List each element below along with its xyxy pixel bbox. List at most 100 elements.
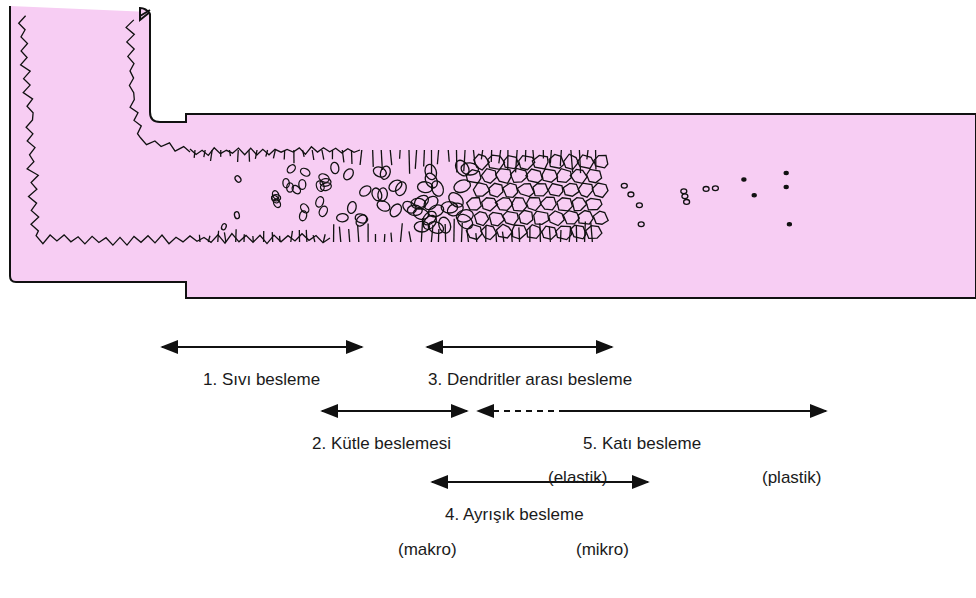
dendrite-front: [19, 16, 330, 245]
dendrite-arm: [313, 235, 315, 242]
solidification-structure: [19, 16, 792, 245]
grain: [474, 212, 488, 226]
grain: [592, 183, 608, 197]
grain: [234, 175, 242, 184]
grain: [482, 198, 498, 211]
dendrite-arm: [220, 150, 221, 157]
grain: [489, 183, 503, 197]
grain: [375, 199, 391, 213]
range-arrow: [432, 481, 648, 483]
grain: [542, 169, 558, 182]
feeding-label: 4. Ayrışık besleme: [445, 505, 584, 525]
feeding-label: 5. Katı besleme: [583, 434, 701, 454]
dendrite-arm: [415, 150, 416, 169]
grain: [387, 178, 404, 194]
dendrite-arm: [229, 150, 230, 156]
grain: [511, 168, 528, 182]
dendrite-arm: [438, 229, 440, 242]
grain: [517, 184, 534, 197]
grain: [234, 211, 240, 219]
grain: [540, 197, 556, 210]
grain: [414, 221, 429, 232]
grain: [527, 198, 542, 211]
pore: [784, 185, 788, 188]
dendrite-arm: [332, 150, 333, 159]
dendrite-arm: [303, 150, 305, 157]
dendrite-arm: [464, 150, 465, 171]
grain: [346, 201, 357, 215]
dendrite-arm: [453, 219, 455, 242]
grain: [388, 202, 404, 219]
grain: [512, 198, 527, 212]
grain: [437, 216, 453, 235]
dendrite-arm: [272, 232, 274, 242]
dendrite-arm: [485, 225, 486, 242]
pore: [752, 194, 756, 197]
grain: [354, 213, 369, 228]
grain: [488, 155, 505, 169]
dendrite-arm: [342, 150, 344, 162]
feeding-label: 1. Sıvı besleme: [203, 370, 320, 390]
grain: [474, 154, 490, 170]
feeding-arrows: [162, 347, 826, 482]
range-arrow: [322, 410, 467, 412]
casting-outline: [10, 6, 976, 298]
range-arrow: [162, 346, 362, 348]
dendrite-arm: [543, 150, 544, 158]
grain: [291, 184, 303, 196]
dendrite-arm: [587, 150, 588, 159]
grain: [495, 198, 512, 211]
grain: [481, 169, 496, 184]
dendrite-arm: [235, 229, 237, 242]
grain: [594, 155, 608, 167]
grain: [496, 224, 512, 238]
grain: [446, 190, 466, 210]
grain: [549, 154, 564, 168]
grain: [564, 154, 579, 169]
dendrite-arm: [266, 150, 268, 157]
dendrite-arm: [284, 150, 286, 160]
dendrite-arm: [560, 230, 562, 242]
dendrite-arm: [423, 150, 425, 166]
grain: [593, 211, 608, 224]
grain: [578, 211, 593, 225]
grain: [221, 223, 227, 231]
grain: [533, 184, 548, 196]
sub-label: (plastik): [762, 468, 822, 488]
dendrite-arm: [199, 235, 201, 242]
grain: [512, 225, 527, 239]
range-arrow-dashed: [478, 410, 565, 412]
grain: [286, 163, 297, 174]
dendrite-arm: [390, 233, 392, 242]
grain: [586, 198, 602, 210]
dendrite-arm: [293, 150, 294, 163]
grain: [548, 184, 563, 197]
grain: [421, 213, 439, 232]
dendrite-arm: [208, 236, 210, 242]
grain: [423, 171, 440, 190]
pore: [621, 183, 627, 188]
grain: [358, 184, 373, 199]
grain: [504, 156, 519, 169]
dendrite-arm: [372, 150, 374, 167]
dendrite-arm: [243, 234, 245, 242]
dendrite-arm: [408, 150, 410, 174]
sprue-top: [10, 6, 150, 16]
dendrite-arm: [291, 231, 293, 242]
grain: [578, 183, 593, 197]
grain: [320, 182, 333, 192]
feeding-label: 2. Kütle beslemesi: [312, 434, 451, 454]
grain: [455, 211, 476, 231]
dendrite-arm: [255, 150, 257, 159]
grain: [542, 226, 557, 239]
pore: [742, 178, 746, 181]
dendrite-arm: [333, 224, 334, 242]
grain: [570, 169, 587, 183]
dendrite-arm: [351, 150, 353, 164]
grain: [563, 183, 579, 196]
grain: [557, 198, 572, 211]
range-arrow: [563, 410, 826, 412]
dendrite-arm: [518, 227, 520, 242]
grain: [452, 178, 472, 195]
dendrite-arm: [224, 232, 225, 242]
